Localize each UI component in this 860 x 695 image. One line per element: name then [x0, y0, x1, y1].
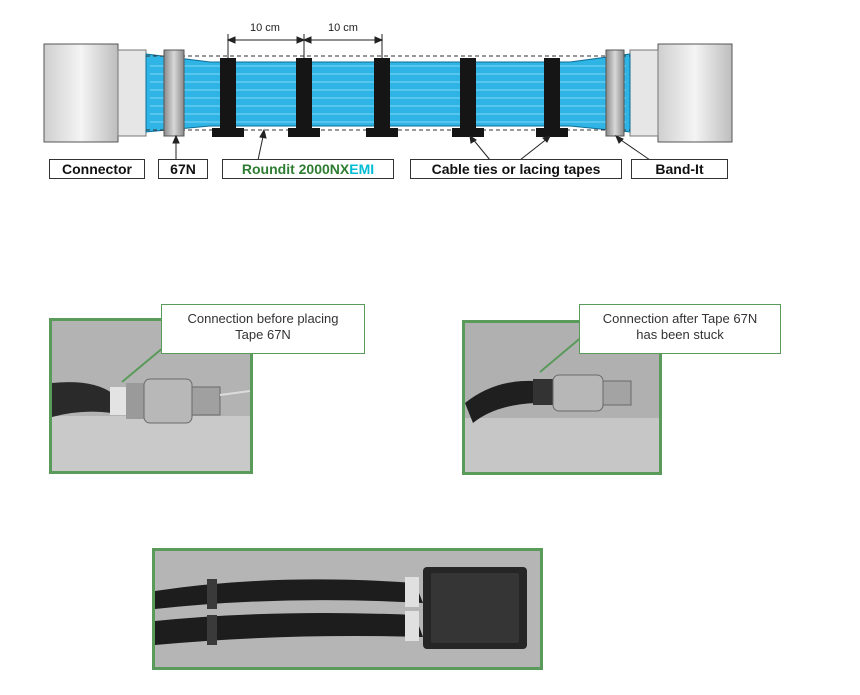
band-it-band: [605, 49, 625, 137]
label-roundit-main: Roundit 2000NX: [241, 161, 350, 177]
callout-before-line2: Tape 67N: [235, 327, 291, 342]
label-connector: Connector: [49, 159, 145, 179]
cable-tie: [374, 58, 390, 130]
right-connector: [657, 43, 733, 143]
cable-tie-foot: [452, 128, 484, 137]
cable-tie-foot: [366, 128, 398, 137]
cable-tie-foot: [212, 128, 244, 137]
dimension-arrows: [226, 34, 384, 58]
callout-after: Connection after Tape 67N has been stuck: [579, 304, 781, 354]
label-roundit-emi: EMI: [349, 161, 375, 177]
dimension-label-left: 10 cm: [250, 22, 280, 34]
left-connector-neck: [117, 49, 147, 137]
cable-assembly-diagram: [43, 34, 733, 161]
photo-harness-image: [155, 551, 540, 667]
cable-ties: [212, 58, 568, 137]
dimension-label-right: 10 cm: [328, 22, 358, 34]
label-roundit: Roundit 2000NXEMI: [222, 159, 394, 179]
cable-tie: [460, 58, 476, 130]
pointer-lines: [172, 128, 651, 161]
callout-after-line1: Connection after Tape 67N: [602, 311, 758, 326]
label-67n: 67N: [158, 159, 208, 179]
callout-before-line1: Connection before placing: [187, 311, 339, 326]
cable-tie: [544, 58, 560, 130]
photo-before-tape: [49, 318, 253, 474]
cable-tie-foot: [288, 128, 320, 137]
left-connector: [43, 43, 119, 143]
cable-tie-foot: [536, 128, 568, 137]
callout-before: Connection before placing Tape 67N: [161, 304, 365, 354]
callout-after-line2: has been stuck: [636, 327, 724, 342]
label-band-it: Band-It: [631, 159, 728, 179]
cable-tie: [296, 58, 312, 130]
right-connector-neck: [629, 49, 659, 137]
cable-tie: [220, 58, 236, 130]
tape-67n-band: [163, 49, 185, 137]
photo-harness: [152, 548, 543, 670]
label-cable-ties: Cable ties or lacing tapes: [410, 159, 622, 179]
